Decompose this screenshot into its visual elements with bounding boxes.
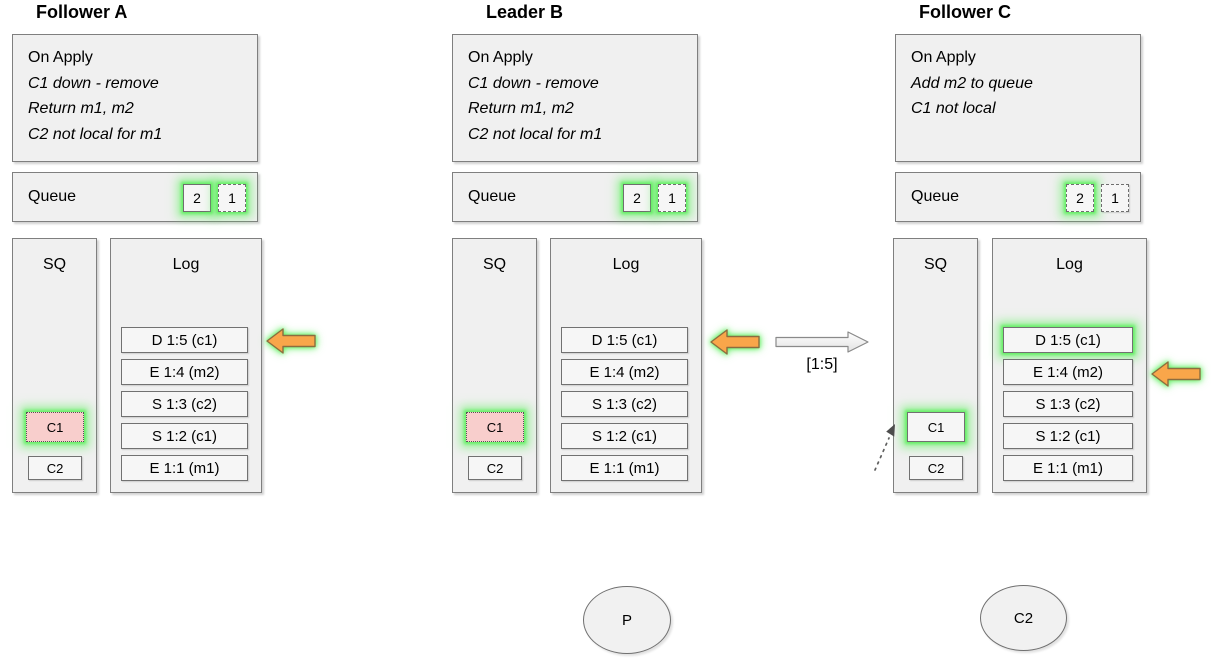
node-follower-c: Follower C On Apply Add m2 to queue C1 n… [893,0,1153,500]
log-box: Log D 1:5 (c1) E 1:4 (m2) S 1:3 (c2) S 1… [110,238,262,493]
sq-box: SQ C1 C2 [452,238,537,493]
notes-line: C1 down - remove [28,74,159,92]
notes-line: C1 down - remove [468,74,599,92]
log-label: Log [612,256,640,273]
on-apply-notes-box: On Apply Add m2 to queue C1 not local [895,34,1141,162]
log-label: Log [172,256,200,273]
sq-item-c1: C1 [466,412,524,442]
sq-item-c2: C2 [468,456,522,480]
log-label: Log [1056,256,1083,273]
notes-line: C2 not local for m1 [28,125,163,143]
log-entry: E 1:1 (m1) [121,455,248,481]
log-entry: S 1:3 (c2) [1003,391,1133,417]
consumer-c2-ellipse: C2 [980,585,1067,651]
log-entry: E 1:1 (m1) [561,455,688,481]
apply-pointer-arrow-icon [266,328,316,359]
log-entries: D 1:5 (c1) E 1:4 (m2) S 1:3 (c2) S 1:2 (… [121,327,248,481]
log-entry: S 1:2 (c1) [1003,423,1133,449]
node-leader-b: Leader B On Apply C1 down - remove Retur… [452,0,712,500]
log-entry: S 1:2 (c1) [121,423,248,449]
queue-items: 2 1 [623,184,686,212]
sq-box: SQ C1 C2 [12,238,97,493]
log-entry: S 1:3 (c2) [121,391,248,417]
sq-item-c2: C2 [28,456,82,480]
log-entry: E 1:4 (m2) [121,359,248,385]
log-entries: D 1:5 (c1) E 1:4 (m2) S 1:3 (c2) S 1:2 (… [561,327,688,481]
queue-item-2: 2 [183,184,211,212]
log-entry: E 1:1 (m1) [1003,455,1133,481]
replication-arrow-icon [775,331,869,358]
queue-box: Queue 2 1 [12,172,258,222]
apply-pointer-arrow-icon [1151,361,1201,392]
notes-line: Add m2 to queue [911,74,1033,92]
on-apply-notes-box: On Apply C1 down - remove Return m1, m2 … [452,34,698,162]
queue-item-1: 1 [1101,184,1129,212]
log-entry: S 1:2 (c1) [561,423,688,449]
log-box: Log D 1:5 (c1) E 1:4 (m2) S 1:3 (c2) S 1… [992,238,1147,493]
on-apply-notes-box: On Apply C1 down - remove Return m1, m2 … [12,34,258,162]
log-entry: D 1:5 (c1) [121,327,248,353]
queue-item-1: 1 [658,184,686,212]
sq-item-c2: C2 [909,456,963,480]
sq-label: SQ [42,256,67,273]
log-entry: D 1:5 (c1) [561,327,688,353]
notes-header: On Apply [28,49,93,66]
notes-line: C2 not local for m1 [468,125,603,143]
queue-box: Queue 2 1 [895,172,1141,222]
producer-ellipse: P [583,586,671,654]
log-entries: D 1:5 (c1) E 1:4 (m2) S 1:3 (c2) S 1:2 (… [1003,327,1133,481]
log-entry: S 1:3 (c2) [561,391,688,417]
queue-label: Queue [911,188,960,205]
notes-line: C1 not local [911,100,996,117]
dotted-pointer-arrow-icon [869,422,903,479]
queue-label: Queue [28,188,77,205]
sq-item-c1: C1 [26,412,84,442]
queue-items: 2 1 [1066,184,1129,212]
node-follower-a: Follower A On Apply C1 down - remove Ret… [12,0,272,500]
queue-label: Queue [468,188,517,205]
transfer-range-label: [1:5] [806,356,838,373]
queue-item-2: 2 [623,184,651,212]
node-title: Follower C [919,2,1012,22]
queue-items: 2 1 [183,184,246,212]
queue-box: Queue 2 1 [452,172,698,222]
queue-item-1: 1 [218,184,246,212]
sq-label: SQ [482,256,507,273]
notes-header: On Apply [911,49,976,66]
log-entry: E 1:4 (m2) [1003,359,1133,385]
node-title: Follower A [36,2,128,22]
notes-line: Return m1, m2 [468,100,574,117]
apply-pointer-arrow-icon [710,329,760,360]
sq-label: SQ [923,256,948,273]
notes-header: On Apply [468,49,533,66]
sq-box: SQ C1 C2 [893,238,978,493]
log-box: Log D 1:5 (c1) E 1:4 (m2) S 1:3 (c2) S 1… [550,238,702,493]
node-title: Leader B [486,2,564,22]
sq-item-c1: C1 [907,412,965,442]
notes-line: Return m1, m2 [28,100,134,117]
log-entry: E 1:4 (m2) [561,359,688,385]
log-entry: D 1:5 (c1) [1003,327,1133,353]
queue-item-2: 2 [1066,184,1094,212]
